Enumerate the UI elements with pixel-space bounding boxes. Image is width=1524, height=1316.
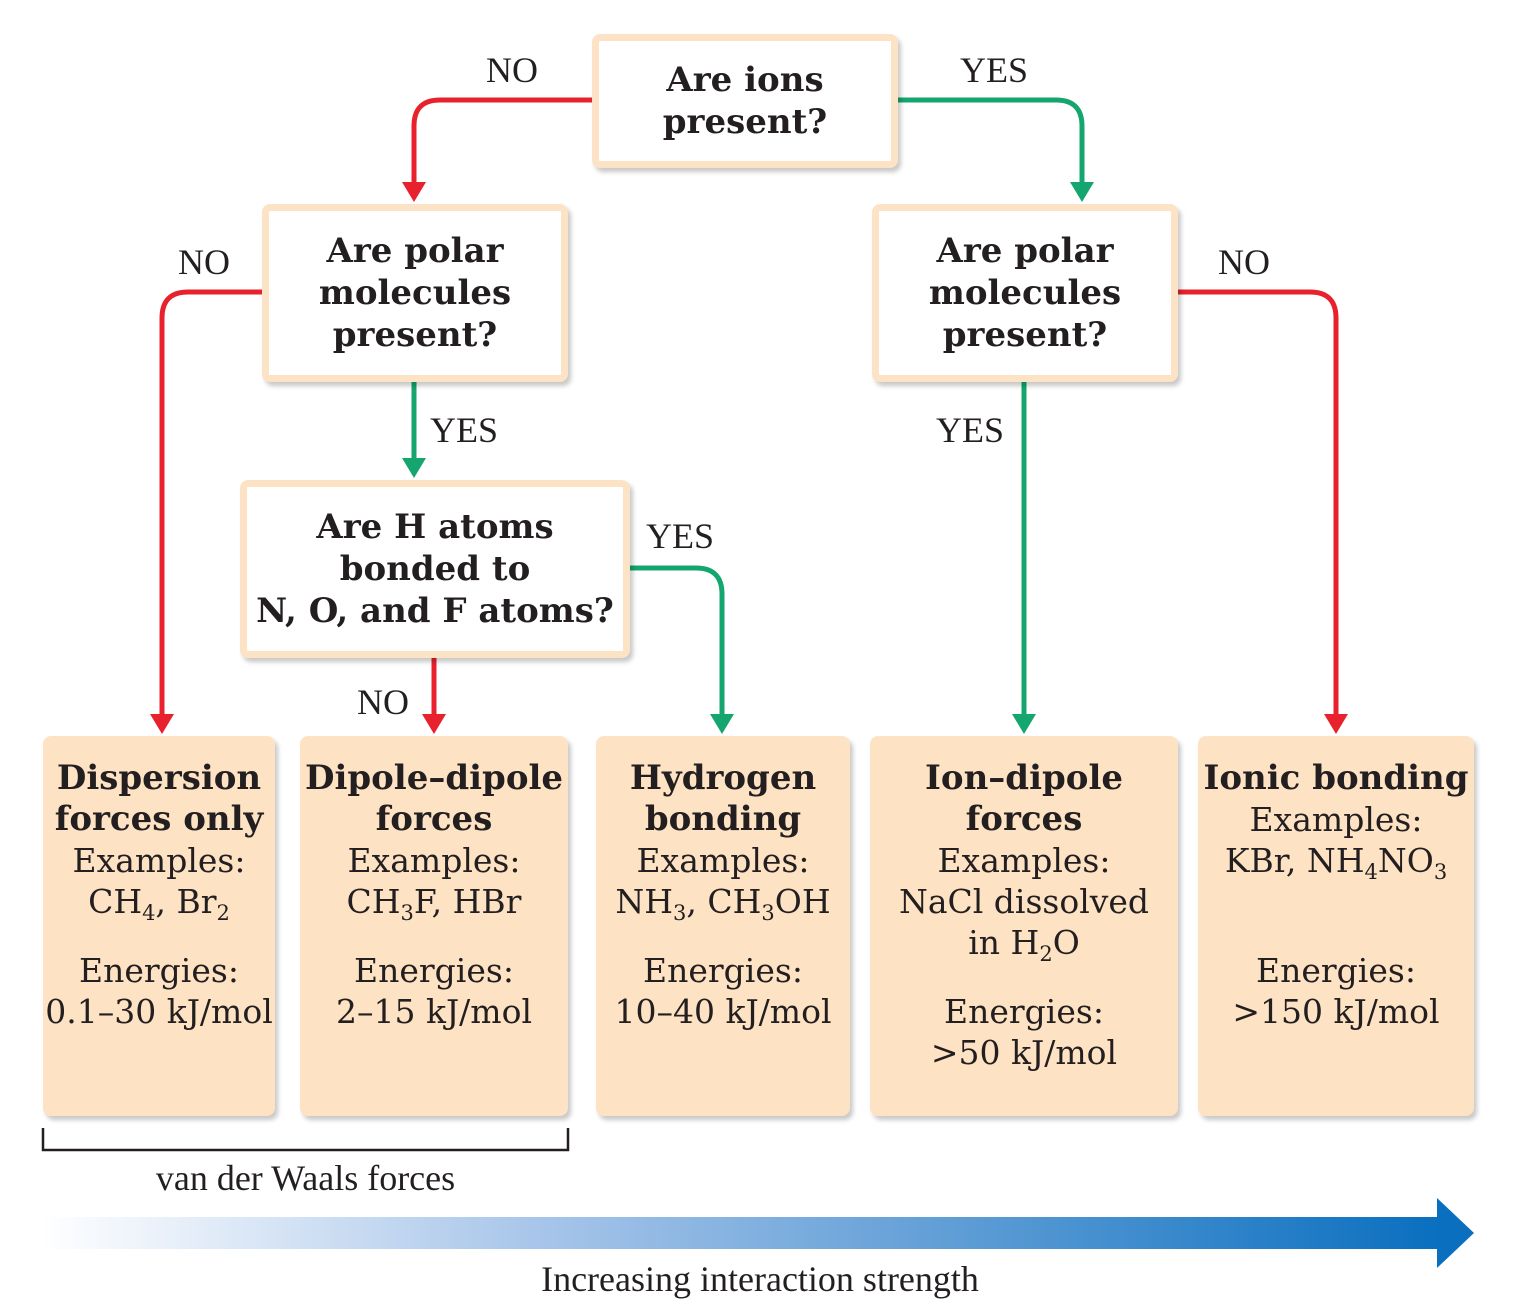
question-polar-right: Are polar molecules present? xyxy=(872,204,1178,382)
arrowhead-ions-yes xyxy=(1070,182,1094,202)
question-line: Are polar xyxy=(936,231,1114,271)
arrowhead-polar-left-no xyxy=(150,714,174,734)
question-line: molecules xyxy=(928,273,1122,313)
examples-label: Examples: xyxy=(1249,800,1423,839)
label-h-no: NO xyxy=(357,682,409,722)
label-polar-left-yes: YES xyxy=(430,410,499,450)
energies-value: >50 kJ/mol xyxy=(930,1033,1118,1072)
label-h-yes: YES xyxy=(646,516,715,556)
vdw-bracket xyxy=(41,1128,570,1152)
examples-value: NH3, CH3OH xyxy=(615,882,831,925)
edge-polar-right-no xyxy=(1176,289,1339,718)
result-title: Ion–dipole forces xyxy=(925,758,1123,839)
energies-label: Energies: xyxy=(643,951,803,990)
energies-value: 0.1–30 kJ/mol xyxy=(45,992,273,1031)
result-title: forces xyxy=(375,799,493,839)
result-title: bonding xyxy=(644,799,802,839)
question-line: bonded to xyxy=(339,549,531,589)
result-ion-dipole: Ion–dipole forces Examples: NaCl dissolv… xyxy=(870,736,1178,1116)
examples-value: in H2O xyxy=(968,923,1080,966)
question-line: molecules xyxy=(318,273,512,313)
edge-ions-yes xyxy=(898,97,1085,186)
edge-h-yes xyxy=(628,565,725,718)
question-line: N, O, and F atoms? xyxy=(256,591,614,631)
label-ions-no: NO xyxy=(486,50,538,90)
question-line: present? xyxy=(662,102,828,142)
result-title: Ionic bonding xyxy=(1203,758,1469,798)
arrowhead-polar-right-no xyxy=(1324,714,1348,734)
energies-value: 2–15 kJ/mol xyxy=(335,992,533,1031)
question-line: Are H atoms xyxy=(316,507,554,547)
result-dispersion: Dispersion forces only Examples: CH4, Br… xyxy=(43,736,275,1116)
examples-value: NaCl dissolved xyxy=(898,882,1150,921)
result-title: Dispersion xyxy=(56,758,262,798)
energies-label: Energies: xyxy=(79,951,239,990)
question-line: Are ions xyxy=(666,60,824,100)
result-ionic-bonding: Ionic bonding Examples: KBr, NH4NO3 Ener… xyxy=(1198,736,1474,1116)
strength-arrow-shaft xyxy=(40,1217,1440,1249)
examples-label: Examples: xyxy=(72,841,246,880)
energies-value: >150 kJ/mol xyxy=(1232,992,1440,1031)
result-dipole-dipole: Dipole–dipole forces Examples: CH3F, HBr… xyxy=(300,736,568,1116)
strength-arrow-label: Increasing interaction strength xyxy=(541,1259,979,1299)
edge-polar-left-no xyxy=(159,289,262,718)
edge-ions-no xyxy=(411,97,592,186)
vdw-forces-label: van der Waals forces xyxy=(155,1158,456,1198)
examples-value: CH3F, HBr xyxy=(346,882,522,925)
examples-label: Examples: xyxy=(347,841,521,880)
arrowhead-polar-left-yes xyxy=(402,458,426,478)
question-h-atoms: Are H atoms bonded to N, O, and F atoms? xyxy=(240,480,630,658)
strength-arrow-head xyxy=(1437,1198,1474,1268)
result-title: forces only xyxy=(54,799,264,839)
label-ions-yes: YES xyxy=(960,50,1029,90)
question-line: present? xyxy=(332,315,498,355)
label-polar-right-yes: YES xyxy=(936,410,1005,450)
examples-value: CH4, Br2 xyxy=(88,882,230,925)
label-polar-right-no: NO xyxy=(1218,242,1270,282)
arrowhead-h-no xyxy=(422,714,446,734)
result-title: Hydrogen xyxy=(629,758,817,798)
energies-label: Energies: xyxy=(354,951,514,990)
result-hydrogen-bonding: Hydrogen bonding Examples: NH3, CH3OH En… xyxy=(596,736,850,1116)
result-title: Dipole–dipole xyxy=(304,758,564,798)
question-polar-left: Are polar molecules present? xyxy=(262,204,568,382)
energies-value: 10–40 kJ/mol xyxy=(614,992,832,1031)
question-line: present? xyxy=(942,315,1108,355)
label-polar-left-no: NO xyxy=(178,242,230,282)
question-ions-present: Are ions present? xyxy=(592,34,898,168)
examples-label: Examples: xyxy=(937,841,1111,880)
energies-label: Energies: xyxy=(944,992,1104,1031)
examples-label: Examples: xyxy=(636,841,810,880)
examples-value: KBr, NH4NO3 xyxy=(1224,841,1448,884)
question-line: Are polar xyxy=(326,231,504,271)
arrowhead-ions-no xyxy=(402,182,426,202)
energies-label: Energies: xyxy=(1256,951,1416,990)
arrowhead-h-yes xyxy=(710,714,734,734)
arrowhead-polar-right-yes xyxy=(1012,714,1036,734)
